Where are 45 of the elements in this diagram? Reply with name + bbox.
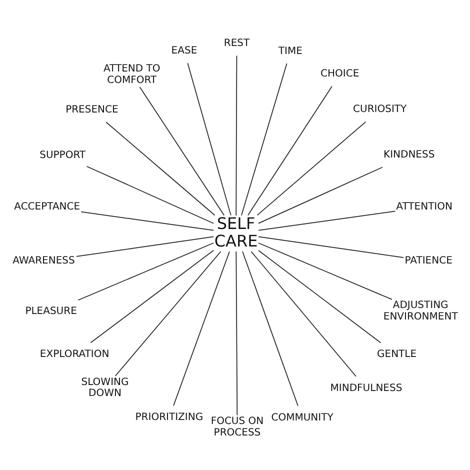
node-text: ATTENTION — [396, 200, 453, 212]
connector — [258, 210, 396, 230]
node-text: PRESENCE — [66, 104, 118, 115]
connector — [80, 210, 214, 230]
connector — [248, 85, 332, 216]
node-text: SUPPORT — [40, 149, 86, 160]
connector — [86, 165, 214, 224]
connector — [106, 121, 216, 216]
connector — [256, 120, 366, 216]
connector — [258, 250, 382, 343]
node-text: KINDNESS — [384, 149, 435, 160]
node-text: ATTEND TO COMFORT — [103, 63, 160, 86]
node-text: EASE — [171, 44, 198, 56]
node-text: AWARENESS — [12, 255, 75, 266]
connector — [187, 62, 232, 216]
node-text: SELF CARE — [214, 213, 258, 250]
node-text: COMMUNITY — [271, 412, 334, 423]
node-text: MINDFULNESS — [330, 382, 402, 394]
node-text: TIME — [278, 45, 302, 56]
connector — [236, 250, 238, 416]
connector — [250, 250, 356, 376]
node-text: ADJUSTING ENVIRONMENT — [383, 300, 458, 322]
connector — [258, 166, 383, 224]
node-text: ACCEPTANCE — [14, 200, 80, 212]
node-text: REST — [224, 38, 250, 49]
connector — [114, 250, 222, 376]
node-text: FOCUS ON PROCESS — [210, 415, 264, 438]
connector — [258, 242, 392, 300]
connector — [241, 62, 288, 216]
connector — [258, 236, 404, 258]
node-text: GENTLE — [377, 348, 417, 360]
node-text: EXPLORATION — [40, 348, 110, 360]
node-text: CURIOSITY — [353, 103, 407, 114]
connector — [90, 249, 214, 343]
connector — [242, 250, 298, 406]
node-text: CHOICE — [320, 68, 360, 80]
connector — [236, 54, 238, 216]
connector — [173, 250, 230, 406]
node-text: PRIORITIZING — [135, 411, 204, 422]
node-text: PLEASURE — [25, 305, 77, 316]
connector — [139, 86, 225, 216]
node-text: PATIENCE — [404, 255, 452, 266]
connector — [78, 242, 214, 300]
connector — [76, 236, 214, 256]
node-text: SLOWING DOWN — [81, 376, 129, 399]
